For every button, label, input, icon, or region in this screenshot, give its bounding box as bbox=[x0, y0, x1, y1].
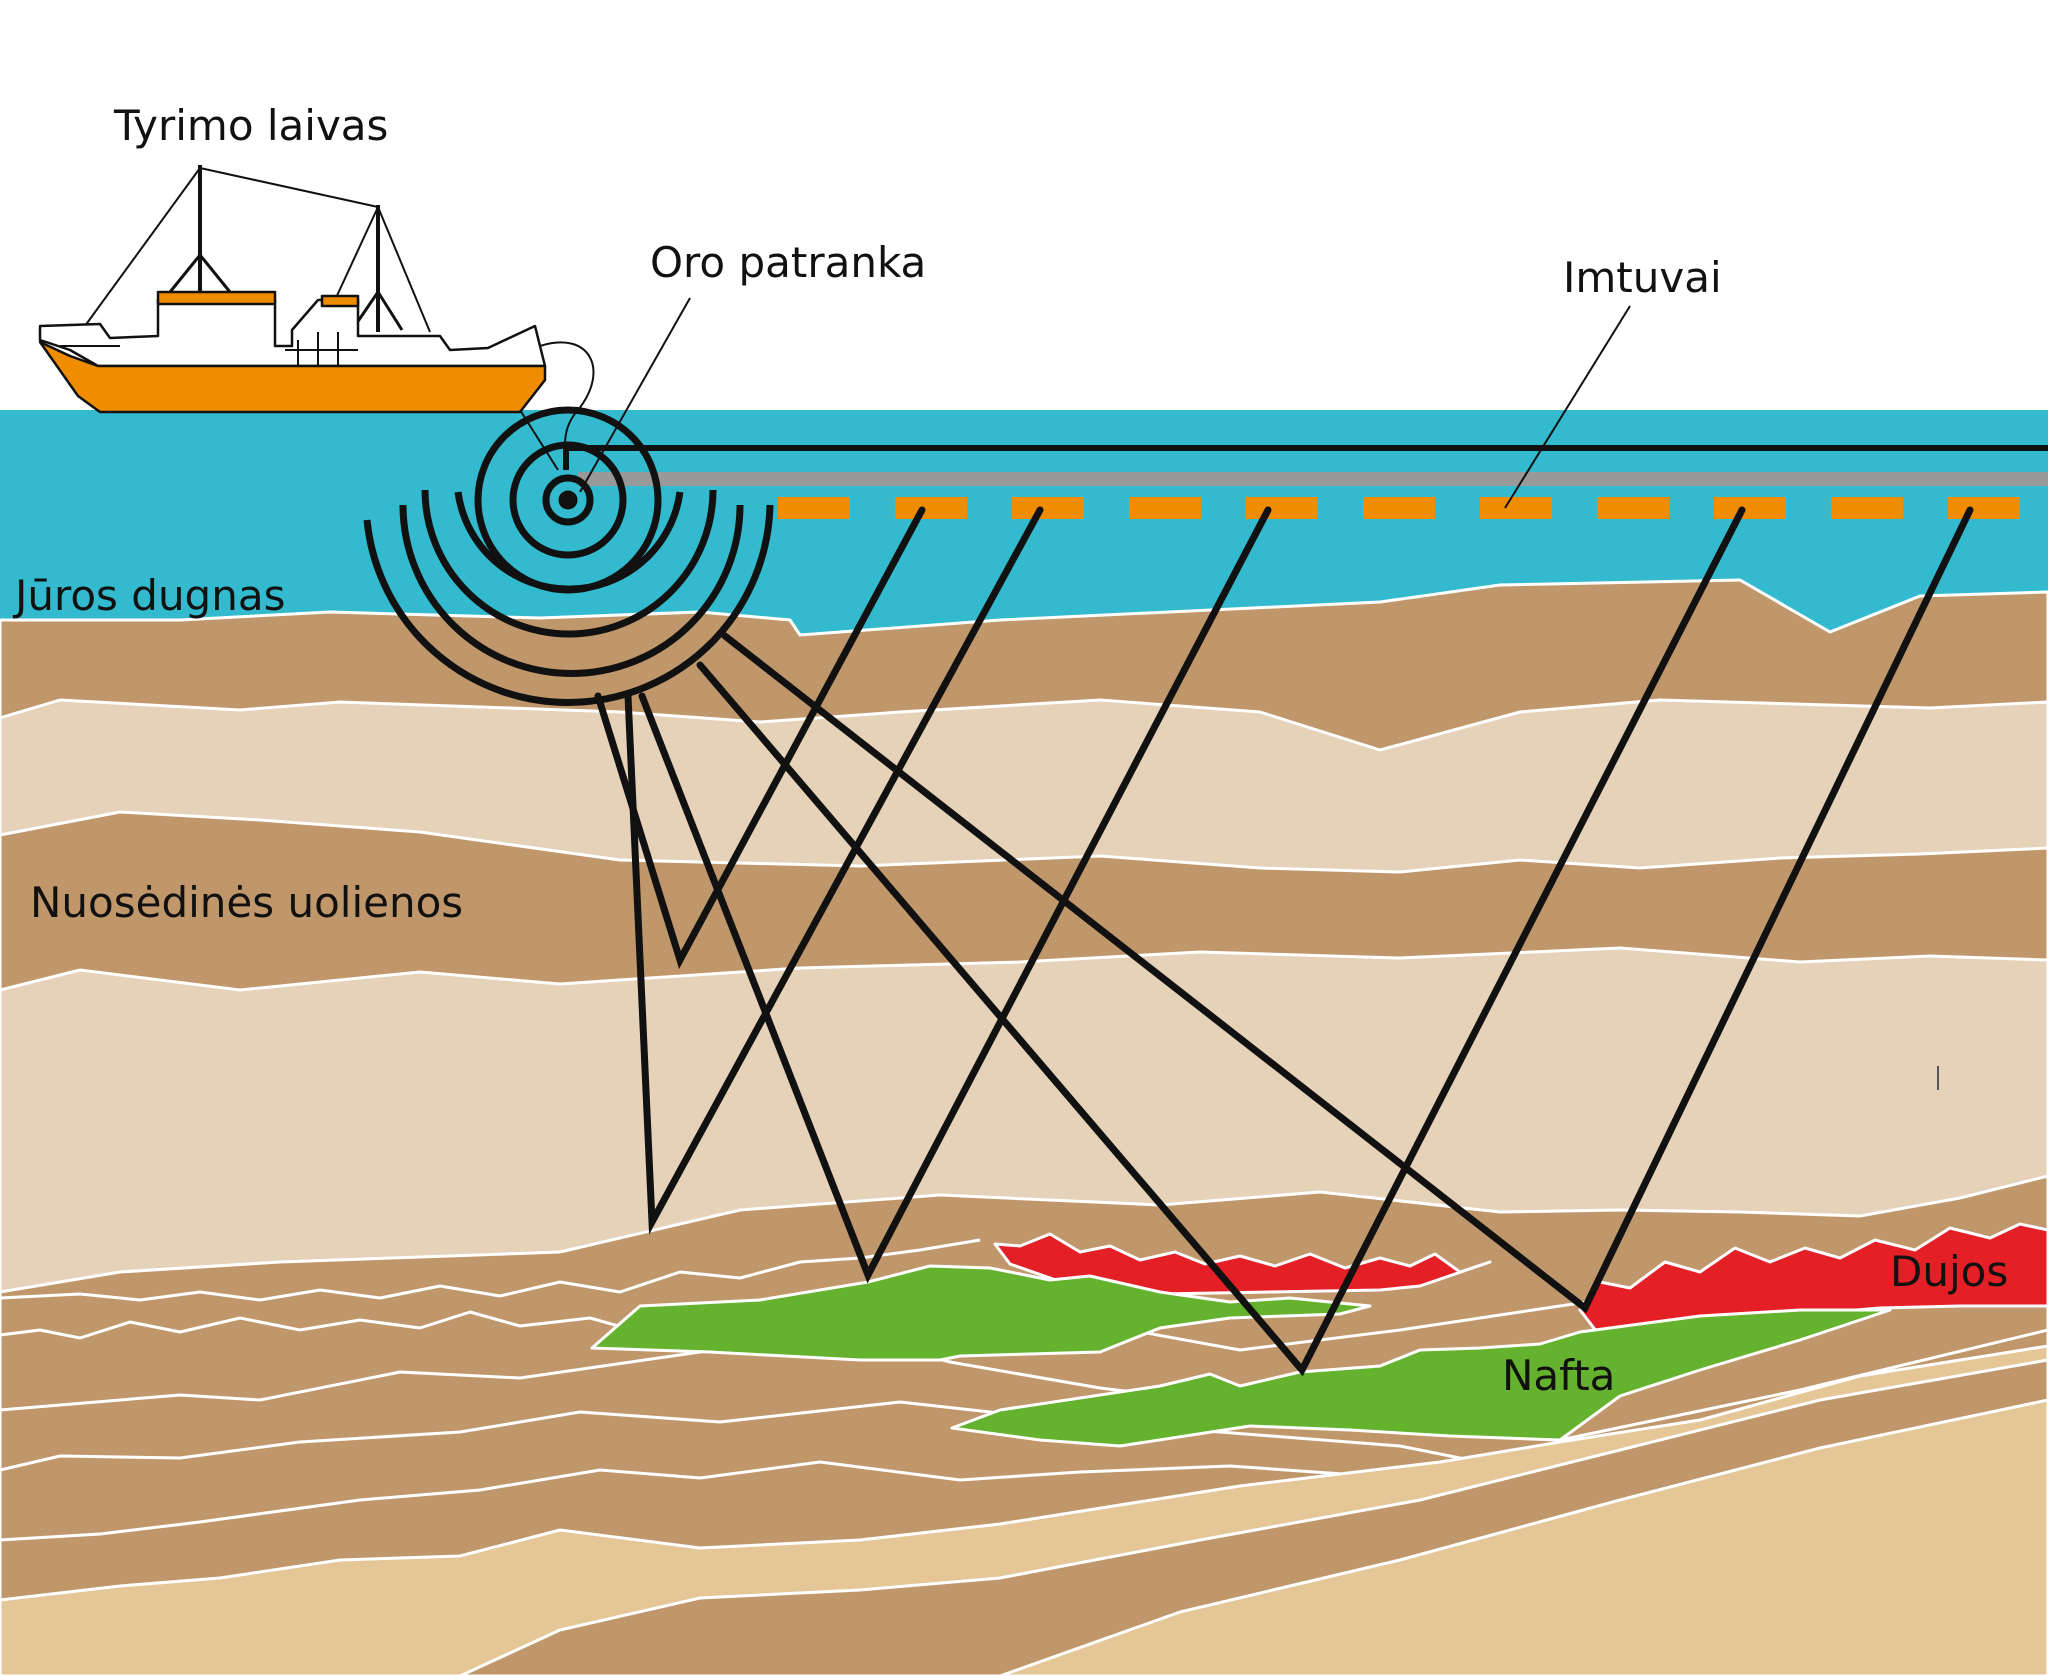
receiver-icon bbox=[778, 497, 850, 519]
receiver-icon bbox=[1597, 497, 1669, 519]
ship-label: Tyrimo laivas bbox=[113, 101, 388, 150]
sediment-bottom-sand bbox=[998, 1398, 2048, 1676]
sediment-zigzag-1 bbox=[0, 1238, 981, 1302]
leader-lines bbox=[579, 297, 1631, 509]
oil-deposit-upper bbox=[590, 1264, 1372, 1362]
receiver-icon bbox=[1480, 497, 1552, 519]
receiver-icon bbox=[1948, 497, 2020, 519]
receiver-icon bbox=[1129, 497, 1201, 519]
receivers bbox=[778, 497, 2020, 519]
seismic-ray-paths bbox=[594, 506, 1974, 1377]
ray-path-2 bbox=[624, 506, 1044, 1235]
oil-deposit-lower bbox=[950, 1308, 1892, 1448]
ray-path-3 bbox=[638, 506, 1272, 1284]
receiver-icon bbox=[1012, 497, 1084, 519]
sedimentary-rocks-label: Nuosėdinės uolienos bbox=[30, 878, 463, 927]
oil-label: Nafta bbox=[1502, 1351, 1615, 1400]
seabed-label: Jūros dugnas bbox=[12, 571, 285, 620]
receiver-icon bbox=[895, 497, 967, 519]
air-gun-icon bbox=[363, 406, 774, 706]
gas-deposit-left bbox=[993, 1232, 1492, 1296]
receiver-icon bbox=[1246, 497, 1318, 519]
ray-path-5 bbox=[721, 506, 1974, 1314]
receiver-icon bbox=[1831, 497, 1903, 519]
gas-label: Dujos bbox=[1890, 1247, 2008, 1296]
ray-path-4 bbox=[696, 506, 1746, 1377]
receiver-icon bbox=[1363, 497, 1435, 519]
research-vessel-icon bbox=[38, 165, 595, 471]
ray-path-1 bbox=[594, 506, 926, 970]
oil-deposits bbox=[590, 1264, 1892, 1448]
gas-deposits bbox=[993, 1222, 2048, 1344]
receivers-label: Imtuvai bbox=[1563, 253, 1722, 302]
receiver-icon bbox=[1714, 497, 1786, 519]
sediment-layers bbox=[0, 578, 2048, 1676]
air-gun-label: Oro patranka bbox=[650, 238, 926, 287]
